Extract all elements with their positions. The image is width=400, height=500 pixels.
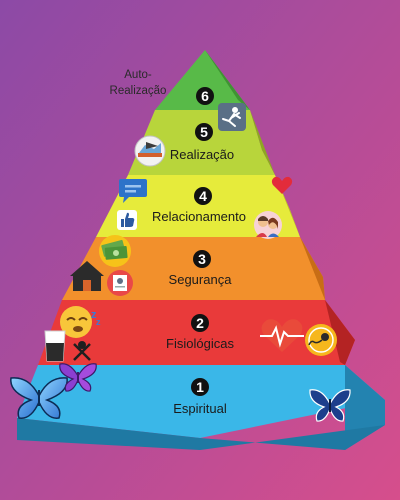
butterfly-icon <box>10 377 68 419</box>
level-6-label-line1: Auto- <box>124 69 152 81</box>
thumbs-up-icon <box>117 210 137 230</box>
level-2-label: Fisiológicas <box>166 336 234 351</box>
level-3-label: Segurança <box>169 272 233 287</box>
water-glass-icon <box>44 330 66 362</box>
house-icon <box>70 261 104 291</box>
butterfly-icon <box>309 389 351 422</box>
level-6-band <box>155 50 250 110</box>
sperm-egg-icon <box>305 324 337 356</box>
heartbeat-icon <box>260 319 304 352</box>
level-6-label-line2: Realização <box>110 85 167 97</box>
cutlery-icon <box>73 341 91 361</box>
chat-bubble-icon <box>119 179 147 203</box>
level-6-number: 6 <box>196 87 214 105</box>
butterfly-icon <box>59 363 97 392</box>
money-icon <box>99 235 131 267</box>
svg-text:1: 1 <box>196 379 204 395</box>
svg-text:z: z <box>91 309 97 321</box>
heart-icon <box>271 176 293 194</box>
document-icon <box>107 270 133 296</box>
level-5-label: Realização <box>170 147 234 162</box>
level-1-label: Espiritual <box>173 401 227 416</box>
sleeping-face-icon: z z <box>60 306 101 338</box>
svg-text:2: 2 <box>196 315 204 331</box>
level-2-band <box>38 300 355 365</box>
couple-icon <box>254 211 282 239</box>
graduation-icon <box>134 135 166 167</box>
svg-text:4: 4 <box>199 188 207 204</box>
level-4-number: 4 <box>194 187 212 205</box>
level-3-number: 3 <box>193 250 211 268</box>
level-5-number: 5 <box>195 123 213 141</box>
level-4-label: Relacionamento <box>152 209 246 224</box>
level-1-number: 1 <box>191 378 209 396</box>
level-1-band <box>17 365 385 450</box>
svg-text:z: z <box>96 317 101 327</box>
level-2-number: 2 <box>191 314 209 332</box>
svg-text:3: 3 <box>198 251 206 267</box>
svg-text:5: 5 <box>200 124 208 140</box>
runner-icon <box>218 103 246 131</box>
svg-text:6: 6 <box>201 88 209 104</box>
